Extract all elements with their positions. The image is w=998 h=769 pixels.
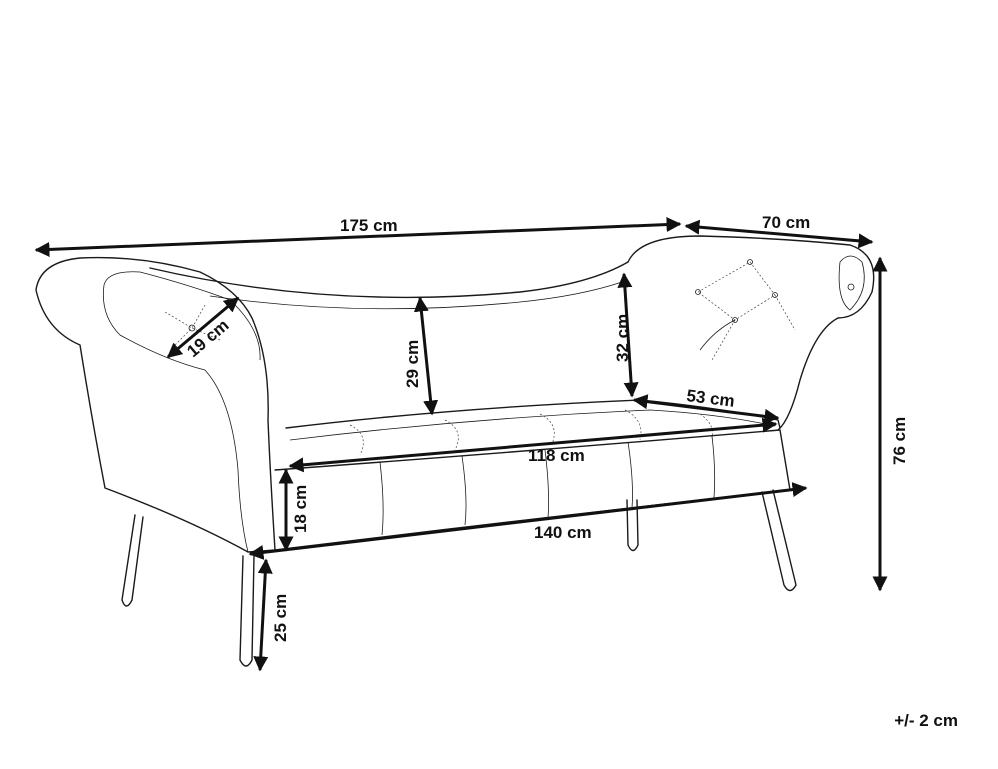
label-total-width: 175 cm — [340, 216, 398, 235]
tolerance-note: +/- 2 cm — [894, 711, 958, 730]
dim-line-140 — [248, 482, 808, 560]
dim-line-29 — [413, 296, 439, 416]
left-armrest-outline — [35, 256, 276, 553]
dim-line-32 — [617, 272, 639, 398]
right-armrest-outline — [627, 235, 875, 431]
label-arm-height: 32 cm — [613, 314, 632, 362]
backrest-outline — [149, 261, 629, 299]
dim-line-19 — [166, 296, 240, 359]
label-frame-width: 140 cm — [534, 523, 592, 542]
label-depth: 70 cm — [762, 213, 810, 232]
dim-line-118 — [288, 417, 778, 473]
legs — [121, 489, 797, 667]
label-leg-height: 25 cm — [271, 594, 290, 642]
dimension-labels: 175 cm 70 cm 76 cm 19 cm 29 cm 32 cm 53 … — [183, 213, 909, 642]
dim-line-70 — [684, 219, 874, 249]
label-backrest-height: 29 cm — [403, 340, 422, 388]
label-seat-width: 118 cm — [528, 446, 585, 465]
dimension-lines — [34, 217, 888, 672]
dim-line-53 — [632, 394, 780, 424]
label-total-height: 76 cm — [890, 417, 909, 465]
dim-line-175 — [34, 217, 682, 257]
label-seat-thickness: 18 cm — [291, 485, 310, 533]
dim-line-25 — [253, 558, 273, 672]
